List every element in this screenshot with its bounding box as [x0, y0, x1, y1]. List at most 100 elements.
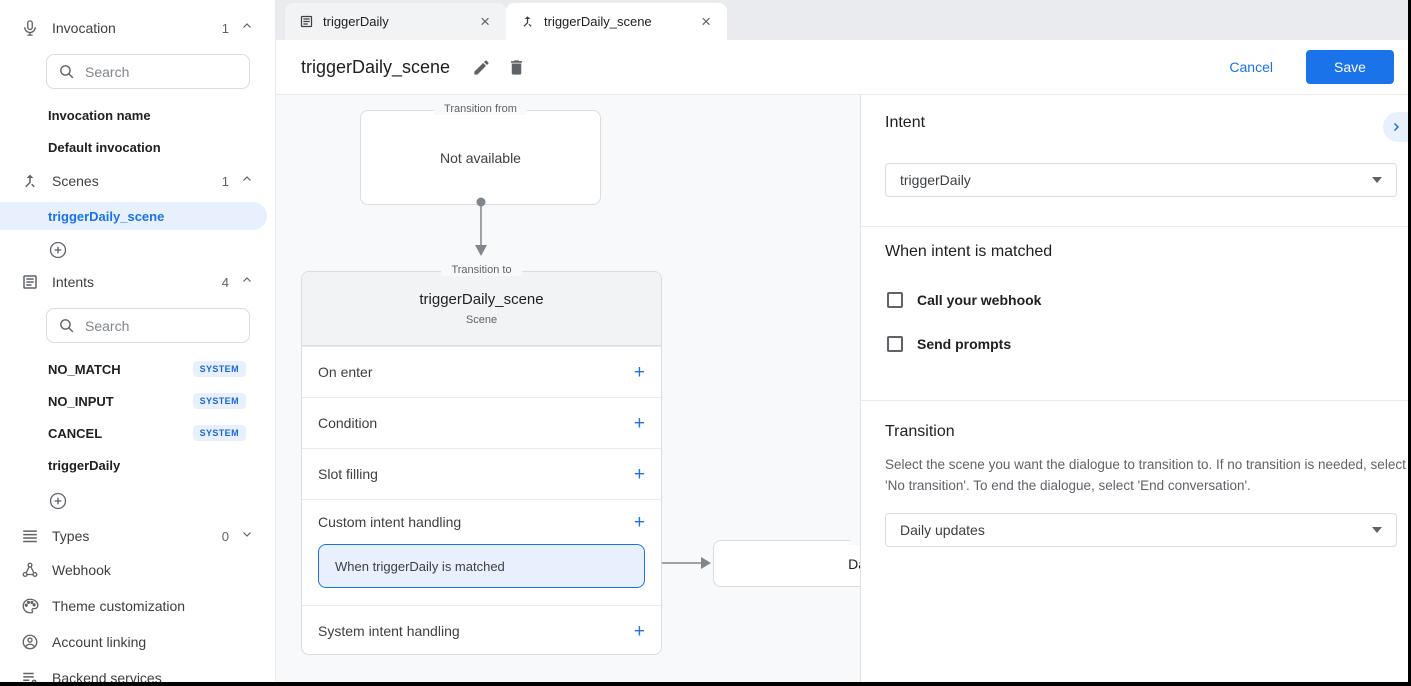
call-webhook-checkbox[interactable] [887, 292, 903, 308]
send-prompts-option[interactable]: Send prompts [887, 336, 1011, 352]
sidebar-item-no-match[interactable]: NO_MATCH SYSTEM [0, 353, 275, 385]
merge-icon [520, 14, 535, 29]
save-button[interactable]: Save [1306, 50, 1394, 84]
divider [861, 400, 1408, 401]
scene-section-condition[interactable]: Condition + [302, 397, 661, 448]
scene-section-custom-intent-handling: Custom intent handling + When triggerDai… [302, 499, 661, 588]
sidebar-item-account-linking[interactable]: Account linking [0, 624, 275, 660]
sidebar-item-triggerdaily[interactable]: triggerDaily [0, 449, 275, 481]
add-icon[interactable]: + [633, 463, 645, 485]
custom-intent-handling-row[interactable]: Custom intent handling + [302, 500, 661, 544]
transition-from-value: Not available [440, 149, 521, 166]
scene-node-header: triggerDaily_scene Scene [302, 272, 661, 346]
sidebar-item-webhook[interactable]: Webhook [0, 552, 275, 588]
scene-header: triggerDaily_scene Cancel Save [276, 40, 1408, 95]
divider [861, 226, 1408, 227]
add-icon[interactable]: + [633, 511, 645, 533]
add-icon[interactable]: + [633, 620, 645, 642]
cancel-button[interactable]: Cancel [1229, 59, 1273, 75]
send-prompts-checkbox[interactable] [887, 336, 903, 352]
scene-node-subtitle: Scene [465, 314, 498, 326]
add-intent-button[interactable] [0, 485, 275, 517]
sidebar-section-types[interactable]: Types 0 [0, 520, 275, 552]
card-legend: Transition to [441, 264, 522, 276]
intent-select[interactable]: triggerDaily [885, 163, 1397, 197]
system-badge: SYSTEM [192, 425, 246, 441]
transition-from-card: Transition from Not available [360, 103, 601, 205]
tab-label: triggerDaily_scene [544, 14, 652, 29]
pencil-icon [474, 59, 489, 75]
edit-button[interactable] [472, 58, 491, 77]
tab-label: triggerDaily [323, 14, 389, 29]
section-row-label: System intent handling [318, 623, 460, 639]
plus-circle-icon [49, 241, 67, 259]
section-label: Invocation [52, 20, 116, 36]
invocation-search [46, 54, 250, 89]
sidebar-section-intents[interactable]: Intents 4 [0, 266, 275, 298]
sidebar-section-invocation[interactable]: Invocation 1 [0, 12, 275, 44]
card-legend: Transition from [434, 103, 527, 115]
checkbox-label: Send prompts [917, 336, 1012, 352]
section-row-label: Slot filling [318, 466, 378, 482]
scene-node-card[interactable]: Transition to triggerDaily_scene Scene O… [301, 264, 662, 656]
delete-button[interactable] [507, 58, 526, 77]
palette-icon [20, 596, 40, 616]
sidebar-section-scenes[interactable]: Scenes 1 [0, 165, 275, 197]
intent-heading: Intent [885, 114, 926, 131]
transition-select[interactable]: Daily updates [885, 513, 1397, 547]
chevron-right-icon [1393, 122, 1399, 132]
close-icon[interactable]: × [701, 12, 711, 31]
merge-icon [20, 171, 40, 191]
add-icon[interactable]: + [633, 412, 645, 434]
scene-section-slot-filling[interactable]: Slot filling + [302, 448, 661, 499]
section-row-label: Condition [318, 415, 378, 431]
custom-intent-item-selected[interactable]: When triggerDaily is matched [318, 544, 645, 588]
sidebar-item-cancel[interactable]: CANCEL SYSTEM [0, 417, 275, 449]
sidebar-item-triggerdaily-scene[interactable]: triggerDaily_scene [0, 202, 267, 230]
tab-triggerdaily[interactable]: triggerDaily × [285, 3, 506, 40]
sidebar-item-invocation-name[interactable]: Invocation name [0, 99, 275, 131]
sidebar-item-default-invocation[interactable]: Default invocation [0, 131, 275, 163]
chevron-up-icon [241, 273, 253, 291]
main-area: triggerDaily × triggerDaily_scene × trig… [276, 0, 1408, 682]
article-icon [299, 14, 314, 29]
scene-section-system-intent-handling[interactable]: System intent handling + [302, 605, 661, 656]
article-icon [20, 272, 40, 292]
dropdown-arrow-icon [1372, 527, 1382, 538]
transition-target-card[interactable]: Transition to Daily updates [713, 533, 860, 587]
sidebar-item-no-input[interactable]: NO_INPUT SYSTEM [0, 385, 275, 417]
system-badge: SYSTEM [192, 361, 246, 377]
invocation-search-input[interactable] [46, 54, 250, 89]
scene-section-on-enter[interactable]: On enter + [302, 346, 661, 397]
chevron-up-icon [241, 19, 253, 37]
reorder-icon [20, 526, 40, 546]
section-count: 1 [221, 173, 229, 189]
call-webhook-option[interactable]: Call your webhook [887, 292, 1041, 308]
intent-select-value: triggerDaily [900, 172, 971, 188]
hub-icon [20, 560, 40, 580]
scene-diagram-canvas[interactable]: Transition from Not available Transition… [276, 95, 860, 682]
section-row-label: Custom intent handling [318, 514, 462, 530]
sidebar-item-theme-customization[interactable]: Theme customization [0, 588, 275, 624]
transition-description: Select the scene you want the dialogue t… [885, 457, 1406, 493]
item-label: Invocation name [48, 107, 151, 123]
item-label: Default invocation [48, 139, 161, 155]
card-legend: Transition to [850, 533, 860, 545]
intents-search-input[interactable] [46, 308, 250, 343]
account-circle-icon [20, 632, 40, 652]
item-label: Webhook [52, 562, 111, 578]
sidebar-item-backend-services[interactable]: Backend services [0, 660, 275, 682]
close-icon[interactable]: × [480, 12, 490, 31]
item-label: Account linking [52, 634, 147, 650]
transition-heading: Transition [885, 423, 955, 440]
item-label: CANCEL [48, 425, 103, 441]
scene-node-title: triggerDaily_scene [419, 291, 544, 308]
tab-triggerdaily-scene[interactable]: triggerDaily_scene × [506, 3, 727, 40]
transition-target-value: Daily updates [848, 555, 860, 572]
trash-icon [511, 59, 523, 75]
collapse-panel-button[interactable] [1383, 112, 1408, 142]
microphone-icon [20, 18, 40, 38]
add-icon[interactable]: + [633, 361, 645, 383]
add-scene-button[interactable] [0, 234, 275, 266]
